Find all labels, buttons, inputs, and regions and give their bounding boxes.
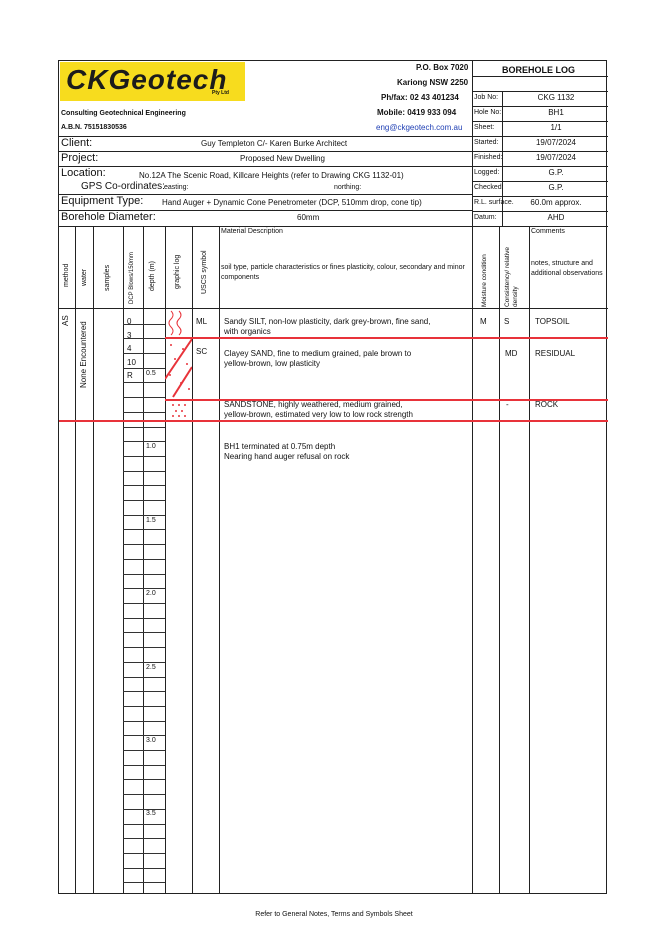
company-abn: A.B.N. 75151830536 [61,124,127,131]
meta-label-4: Finished: [474,154,503,161]
client-value: Guy Templeton C/- Karen Burke Architect [201,139,348,148]
dcp-value-0: 0 [127,317,132,326]
layer3-desc2: yellow-brown, estimated very low to low … [224,410,413,419]
meta-label-6: Checked: [474,184,504,191]
company-name: Consulting Geotechnical Engineering [61,110,186,117]
borehole-log-sheet: P.O. Box 7020 Kariong NSW 2250 Ph/fax: 0… [58,60,608,894]
layer2-desc1: Clayey SAND, fine to medium grained, pal… [224,349,412,358]
col-comments-sub: notes, structure and additional observat… [531,260,603,277]
gps-label: GPS Co-ordinates: [81,181,165,192]
company-logo: CKGeotech Pty Ltd [60,62,245,101]
diameter-value: 60mm [297,213,320,222]
graphic-log [165,310,192,417]
layer3-desc1: SANDSTONE, highly weathered, medium grai… [224,400,403,409]
depth-mark-2: 1.5 [146,516,156,524]
depth-mark-1: 1.0 [146,443,156,451]
layer2-uscs: SC [196,347,208,356]
col-dcp: DCP Blows/150mm [129,252,135,304]
meta-label-3: Started: [474,139,499,146]
meta-label-1: Hole No: [474,109,502,116]
termination-note: BH1 terminated at 0.75m depth [224,442,336,451]
col-graphic: graphic log [174,254,181,289]
meta-value-5: G.P. [548,168,564,177]
layer3-comment: ROCK [535,400,559,409]
dcp-value-3: 10 [127,357,136,367]
meta-value-1: BH1 [548,108,564,117]
phone: Ph/fax: 02 43 401234 [381,93,459,102]
layer1-moisture: M [480,317,487,326]
depth-mark-6: 3.5 [146,810,156,818]
meta-value-0: CKG 1132 [537,93,575,102]
northing-label: northing: [334,184,362,191]
col-comments-title: Comments [531,228,565,235]
meta-value-2: 1/1 [550,123,562,132]
meta-value-4: 19/07/2024 [535,153,577,162]
project-value: Proposed New Dwelling [240,154,325,163]
suburb: Kariong NSW 2250 [397,78,469,87]
dcp-value-2: 4 [127,344,132,353]
col-uscs: USCS symbol [201,250,208,294]
layer1-comment: TOPSOIL [535,317,570,326]
logo-sub: Pty Ltd [212,90,229,96]
po-box: P.O. Box 7020 [416,63,469,72]
depth-mark-4: 2.5 [146,663,156,671]
dcp-value-1: 3 [127,330,132,340]
email-link[interactable]: eng@ckgeotech.com.au [376,123,463,132]
meta-label-7: R.L. surface. [474,199,514,206]
meta-value-3: 19/07/2024 [535,138,577,147]
dcp-value-4: R [127,371,133,380]
refusal-note: Nearing hand auger refusal on rock [224,452,350,461]
col-method: method [63,263,70,287]
meta-label-0: Job No: [474,94,499,101]
layer1-uscs: ML [196,317,208,326]
diameter-label: Borehole Diameter: [61,211,156,223]
meta-label-5: Logged: [474,169,500,176]
meta-value-6: G.P. [548,183,564,192]
layer2-desc2: yellow-brown, low plasticity [224,359,321,368]
mobile: Mobile: 0419 933 094 [377,108,457,117]
logo-text: CKGeotech [66,64,228,95]
footer-note: Refer to General Notes, Terms and Symbol… [255,911,413,918]
equipment-label: Equipment Type: [61,195,144,207]
layer3-consistency: - [506,400,509,409]
equipment-value: Hand Auger + Dynamic Cone Penetrometer (… [162,198,422,207]
col-depth: depth (m) [149,261,156,291]
col-material-sub: soil type, particle characteristics or f… [221,264,465,281]
layer2-consistency: MD [505,349,518,358]
layer1-desc1: Sandy SILT, non-low plasticity, dark gre… [224,317,431,326]
log-title: BOREHOLE LOG [502,65,576,75]
col-consistency: Consistency/ relative density [504,247,519,307]
client-label: Client: [61,137,93,149]
meta-value-8: AHD [547,213,565,222]
depth-mark-5: 3.0 [146,737,156,744]
project-label: Project: [61,152,99,164]
col-water: water [81,268,88,286]
meta-label-2: Sheet: [474,124,495,131]
water-value: None Encountered [79,321,88,388]
location-label: Location: [61,167,106,179]
col-samples: samples [104,264,111,291]
easting-label: easting: [164,184,189,191]
method-value: AS [61,315,70,326]
depth-mark-0: 0.5 [146,370,156,377]
layer1-consistency: S [504,317,510,326]
layer1-desc2: with organics [224,327,271,336]
col-material-title: Material Description [221,228,283,235]
depth-mark-3: 2.0 [146,590,156,598]
layer2-comment: RESIDUAL [535,349,576,358]
meta-label-8: Datum: [474,214,497,221]
col-moisture: Moisture condition [481,254,488,307]
location-value: No.12A The Scenic Road, Killcare Heights… [139,171,404,180]
meta-value-7: 60.0m approx. [530,198,582,207]
